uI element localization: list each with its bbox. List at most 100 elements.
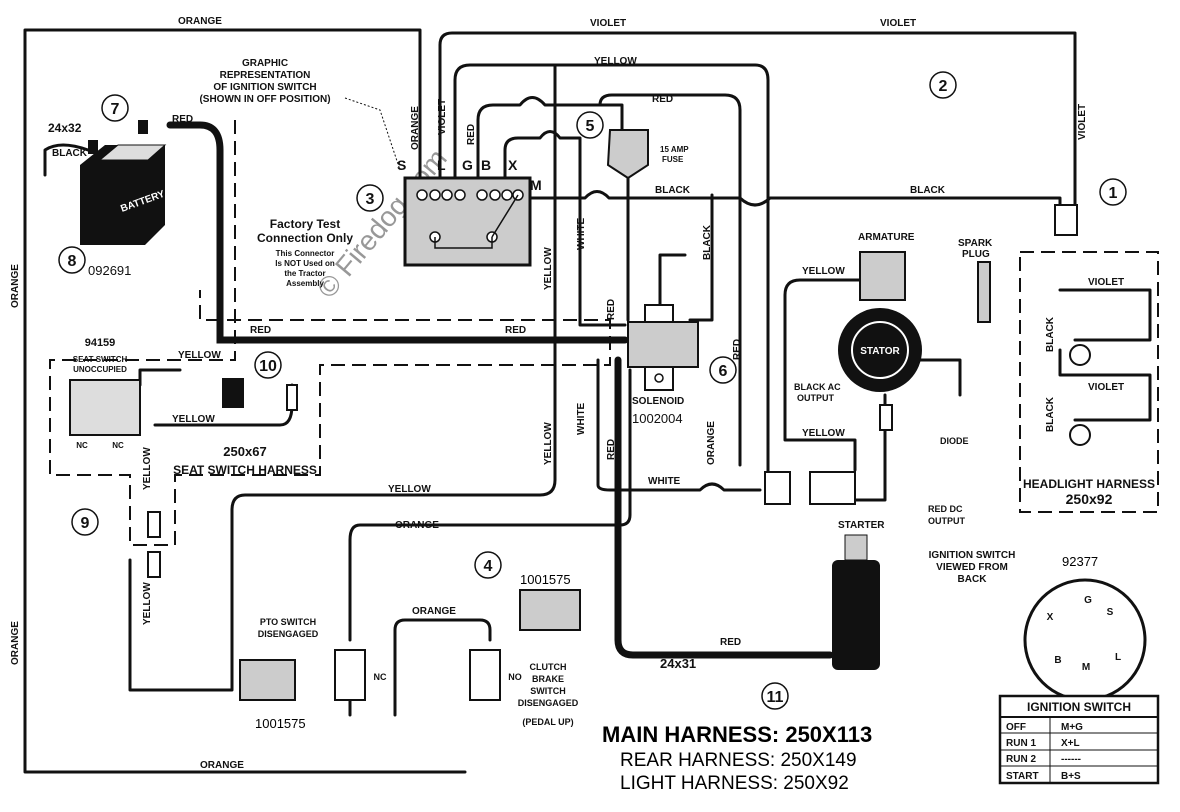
factory-test-note: This Connector xyxy=(276,249,335,258)
fuse-label: FUSE xyxy=(662,155,684,164)
callout-10: 10 xyxy=(259,358,277,375)
orange-label: ORANGE xyxy=(706,421,717,465)
caption-line: (SHOWN IN OFF POSITION) xyxy=(199,94,330,105)
fuse xyxy=(606,129,649,180)
pto-connector xyxy=(239,659,296,701)
caption-line: REPRESENTATION xyxy=(220,70,311,81)
yellow-wire-center xyxy=(128,63,557,692)
black-label: BLACK xyxy=(910,185,946,196)
yellow-label: YELLOW xyxy=(142,582,153,625)
ign-back-title: BACK xyxy=(958,574,988,585)
black-label: BLACK xyxy=(655,185,691,196)
table-cell: ------ xyxy=(1061,754,1081,765)
black-wire-m xyxy=(528,190,1062,207)
seat-connector xyxy=(147,511,161,538)
pin-l: L xyxy=(1115,652,1121,663)
orange-label: ORANGE xyxy=(200,760,244,771)
ignition-switch-graphic xyxy=(403,176,532,267)
red-wire-top xyxy=(598,93,742,467)
clutch-switch xyxy=(469,649,501,701)
table-cell: M+G xyxy=(1061,722,1083,733)
caption-arrow xyxy=(344,97,401,171)
violet-label: VIOLET xyxy=(1077,104,1088,140)
factory-test-title: Connection Only xyxy=(257,231,353,245)
red-label: RED xyxy=(466,124,477,145)
orange-wire-outer xyxy=(23,28,467,774)
wires xyxy=(23,28,1152,774)
table-cell: OFF xyxy=(1006,722,1026,733)
black-label: BLACK xyxy=(1045,396,1056,432)
nc-label: NC xyxy=(76,441,88,450)
yellow-label: YELLOW xyxy=(388,484,431,495)
violet-label: VIOLET xyxy=(880,18,916,29)
solenoid-label: SOLENOID xyxy=(632,396,684,407)
clutch-label: (PEDAL UP) xyxy=(522,717,573,727)
yellow-label: YELLOW xyxy=(172,414,215,425)
pin-g: G xyxy=(1084,595,1092,606)
spark-plug xyxy=(977,261,991,323)
clutch-no: NO xyxy=(508,672,522,682)
factory-test-title: Factory Test xyxy=(270,217,340,231)
headlight-connector xyxy=(1054,204,1078,236)
clutch-part: 1001575 xyxy=(520,572,571,587)
headlight-harness-outline xyxy=(1019,251,1159,513)
battery-ground xyxy=(43,143,90,177)
callout-9: 9 xyxy=(81,515,90,532)
black-label: BLACK xyxy=(52,148,88,159)
table-cell: RUN 2 xyxy=(1006,754,1036,765)
nc-label: NC xyxy=(112,441,124,450)
yellow-label: YELLOW xyxy=(142,447,153,490)
clutch-connector xyxy=(519,589,581,631)
armature xyxy=(859,251,906,301)
red-dc-label: RED DC xyxy=(928,504,963,514)
starter-label: STARTER xyxy=(838,520,885,531)
pin-b: B xyxy=(1054,655,1061,666)
red-label: RED xyxy=(720,637,741,648)
black-solenoid-ground xyxy=(658,253,687,307)
violet-label: VIOLET xyxy=(590,18,626,29)
orange-label: ORANGE xyxy=(395,520,439,531)
seat-connector xyxy=(147,551,161,578)
ign-back-part: 92377 xyxy=(1062,554,1098,569)
table-cell: B+S xyxy=(1061,771,1081,782)
red-label: RED xyxy=(505,325,526,336)
orange-label: ORANGE xyxy=(178,16,222,27)
solenoid-part: 1002004 xyxy=(632,411,683,426)
seat-switch-label: SEAT SWITCH xyxy=(73,355,128,364)
red-starter-cable xyxy=(614,356,834,659)
red-ign-x xyxy=(503,130,627,327)
table-cell: X+L xyxy=(1061,738,1080,749)
headlight-bulb xyxy=(1069,344,1091,366)
pin-m: M xyxy=(1082,662,1090,673)
yellow-label: YELLOW xyxy=(543,422,554,465)
orange-label: ORANGE xyxy=(10,621,21,665)
clutch-label: SWITCH xyxy=(530,686,566,696)
yellow-label: YELLOW xyxy=(178,350,221,361)
pin-s: S xyxy=(1107,607,1114,618)
red-label: RED xyxy=(732,339,743,360)
seat-switch-harness-outline xyxy=(49,120,611,546)
yellow-seat-top xyxy=(138,368,182,387)
terminal-x: X xyxy=(508,157,518,173)
red-label: RED xyxy=(606,439,617,460)
callout-8: 8 xyxy=(68,253,77,270)
orange-label: ORANGE xyxy=(10,264,21,308)
violet-label: VIOLET xyxy=(1088,382,1124,393)
rear-harness: REAR HARNESS: 250X149 xyxy=(620,750,857,771)
callouts: 1 2 3 4 5 6 7 8 9 10 11 xyxy=(58,71,1127,710)
pto-part: 1001575 xyxy=(255,716,306,731)
red-dc-label: OUTPUT xyxy=(928,516,966,526)
yellow-label: YELLOW xyxy=(594,56,637,67)
clutch-label: DISENGAGED xyxy=(518,698,579,708)
red-label: RED xyxy=(652,94,673,105)
headlight-bulb xyxy=(1069,424,1091,446)
callout-2: 2 xyxy=(939,78,948,95)
red-ign-b xyxy=(476,96,624,187)
fuse-label: 15 AMP xyxy=(660,145,689,154)
black-label: BLACK xyxy=(1045,316,1056,352)
factory-test-note: the Tractor xyxy=(284,269,325,278)
spark-plug-label: PLUG xyxy=(962,249,990,260)
red-label: RED xyxy=(606,299,617,320)
orange-label: ORANGE xyxy=(412,606,456,617)
